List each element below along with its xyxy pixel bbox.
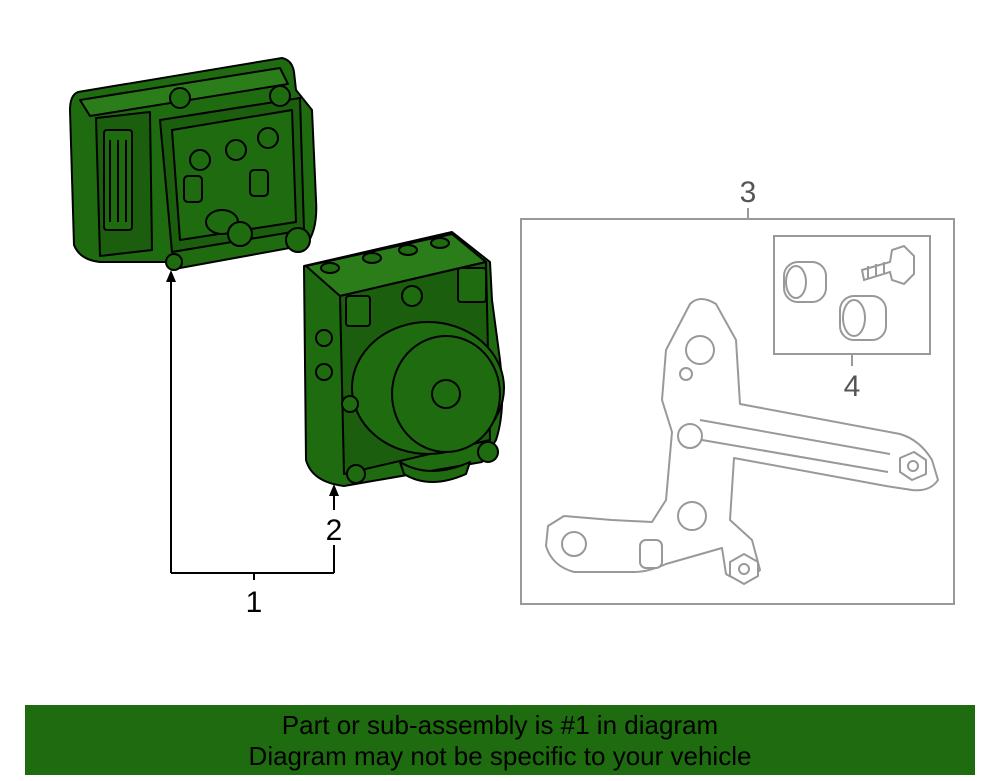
callout-2-arrow	[329, 484, 339, 496]
hardware-part[interactable]	[783, 244, 915, 341]
parts-diagram: 1 2 3 4	[69, 57, 955, 619]
callout-2[interactable]: 2	[326, 514, 343, 547]
callout-1[interactable]: 1	[246, 586, 263, 619]
callout-4[interactable]: 4	[844, 370, 861, 403]
callout-3[interactable]: 3	[740, 176, 757, 209]
callout-1-leader	[170, 278, 335, 580]
banner-line-1: Part or sub-assembly is #1 in diagram	[281, 710, 719, 740]
bolt	[860, 244, 915, 286]
info-banner: Part or sub-assembly is #1 in diagram Di…	[25, 705, 975, 775]
bracket-part[interactable]	[545, 298, 939, 585]
modulator-part[interactable]	[303, 231, 505, 487]
callout-3-box	[520, 218, 955, 605]
callout-1-arrow	[166, 270, 176, 282]
banner-line-2: Diagram may not be specific to your vehi…	[248, 741, 752, 771]
control-module-part[interactable]	[69, 57, 318, 271]
